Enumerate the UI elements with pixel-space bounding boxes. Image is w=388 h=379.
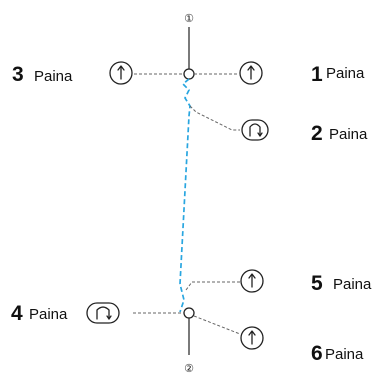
up-arrow-head bbox=[248, 330, 256, 336]
step-6-button bbox=[240, 326, 264, 350]
step-5-number: 5 bbox=[311, 272, 323, 295]
step-3-label: Paina bbox=[34, 68, 73, 85]
up-arrow-head bbox=[117, 65, 125, 71]
step-4-number: 4 bbox=[11, 302, 23, 325]
step-4-label: Paina bbox=[29, 306, 68, 323]
bottom-point-marker bbox=[183, 307, 195, 319]
step-5-label: Paina bbox=[333, 276, 372, 293]
reverse-arrow-glyph bbox=[96, 306, 110, 320]
step-6-leader bbox=[193, 315, 241, 335]
reverse-arrow-glyph bbox=[249, 123, 261, 137]
step-2-leader bbox=[189, 105, 240, 131]
stitch-path bbox=[179, 78, 191, 313]
step-1-button bbox=[239, 61, 263, 85]
up-arrow-head bbox=[248, 273, 256, 279]
step-5-button bbox=[240, 269, 264, 293]
bottom-marker-label: ② bbox=[184, 363, 194, 375]
step-5-leader bbox=[185, 281, 240, 291]
step-2-number: 2 bbox=[311, 122, 323, 145]
top-point-marker bbox=[183, 68, 195, 80]
step-6-number: 6 bbox=[311, 342, 323, 365]
step-2-button bbox=[241, 119, 269, 141]
top-marker-label: ① bbox=[184, 13, 194, 25]
step-1-number: 1 bbox=[311, 63, 323, 86]
reverse-arrow-head bbox=[106, 315, 112, 320]
up-arrow-head bbox=[247, 65, 255, 71]
reverse-arrow-button-icon bbox=[241, 119, 269, 141]
reverse-arrow-head bbox=[257, 132, 263, 137]
step-1-label: Paina bbox=[326, 65, 365, 82]
step-3-number: 3 bbox=[12, 63, 24, 86]
step-2-label: Paina bbox=[329, 126, 368, 143]
step-6-label: Paina bbox=[325, 346, 364, 363]
step-4-button bbox=[86, 302, 120, 324]
reverse-arrow-button-icon bbox=[86, 302, 120, 324]
step-3-button bbox=[109, 61, 133, 85]
